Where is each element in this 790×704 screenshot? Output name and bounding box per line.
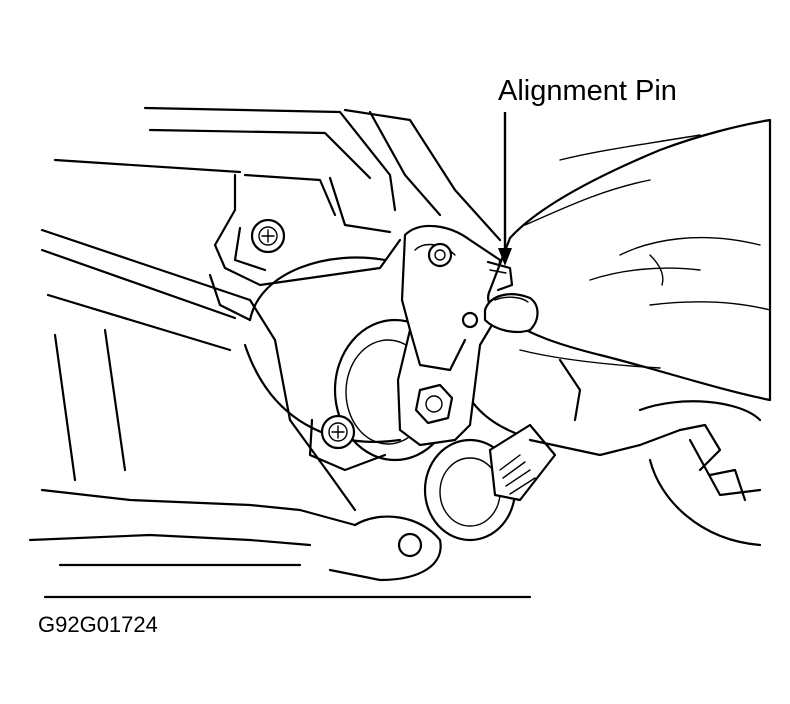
right-linkage [528, 358, 762, 547]
adjusting-screw [423, 423, 557, 542]
callout-arrow [498, 112, 512, 266]
lever-nut [414, 383, 454, 425]
bolt-upper-left [233, 218, 286, 272]
callout-label: Alignment Pin [498, 75, 677, 107]
hand [483, 118, 772, 402]
alignment-pin [486, 260, 514, 292]
lower-bracket [298, 508, 442, 582]
bolt-lower-left [308, 414, 387, 472]
upper-bracket [208, 173, 402, 322]
figure-code: G92G01724 [38, 612, 158, 637]
